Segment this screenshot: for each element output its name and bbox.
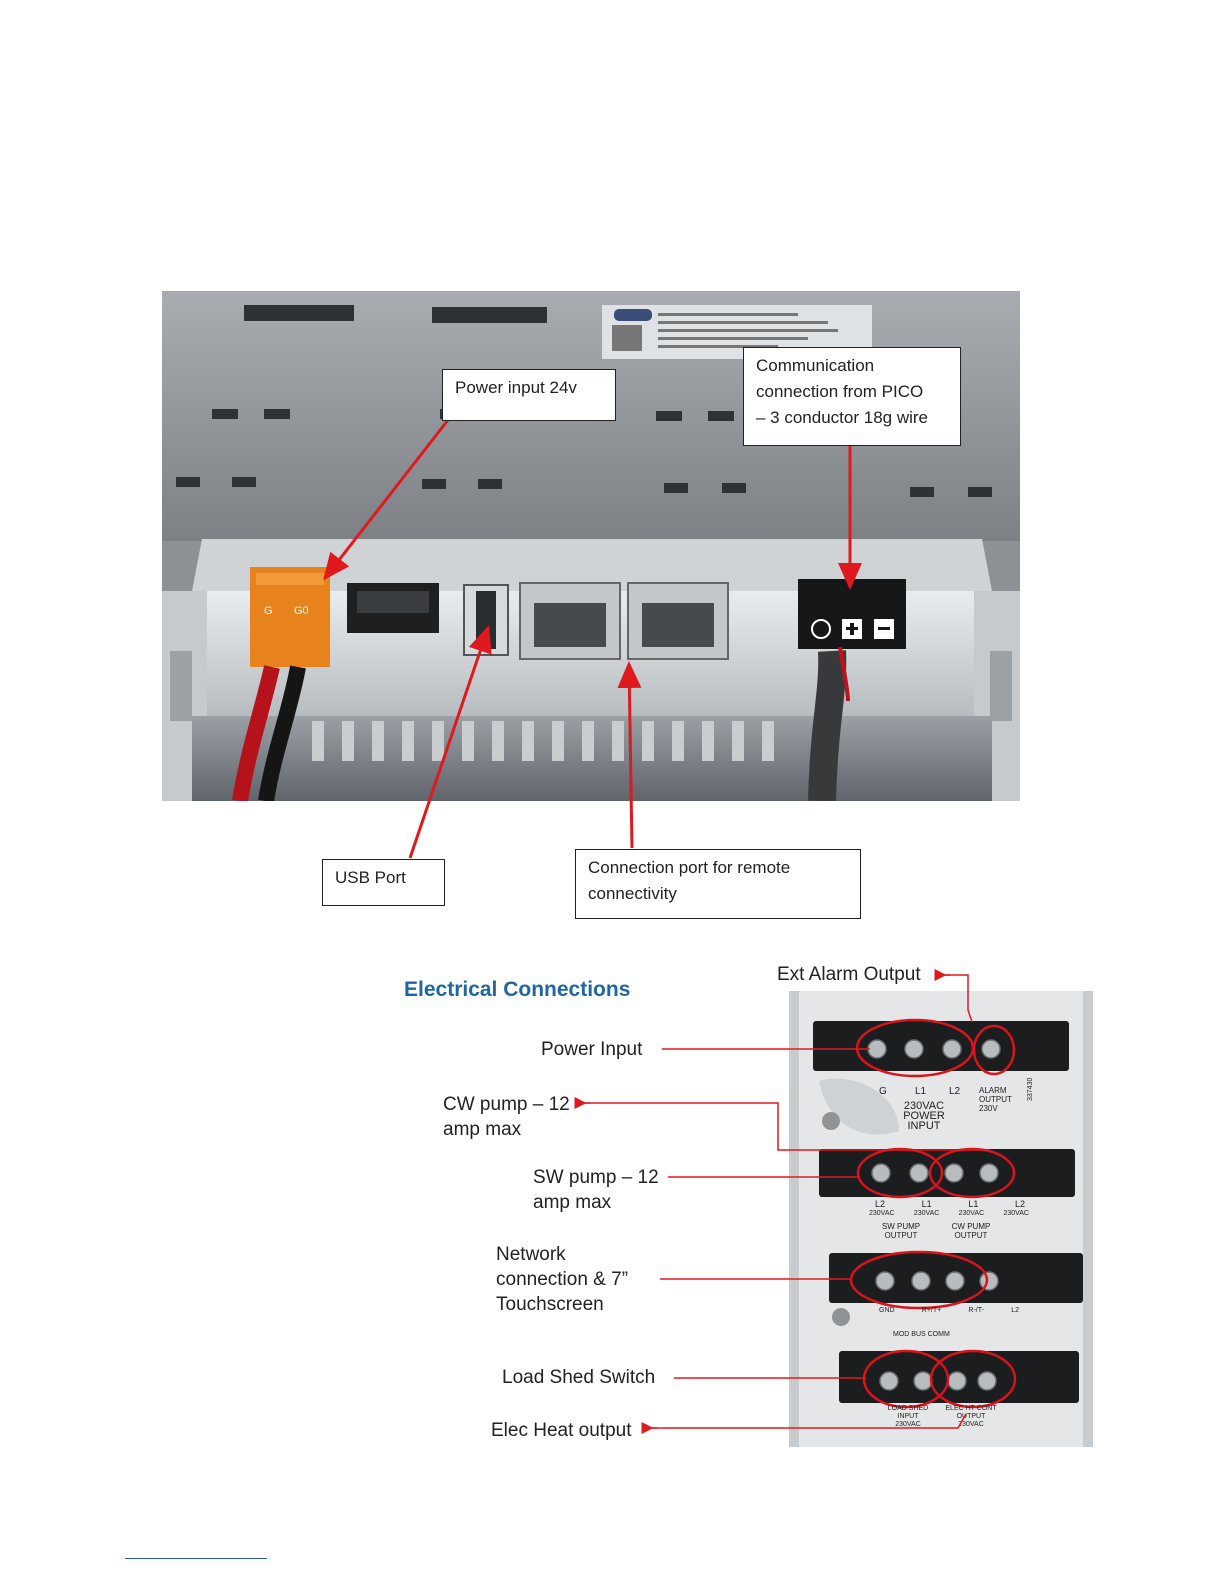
label-network-line-2: connection & 7” — [496, 1269, 629, 1290]
connector-label-g: G — [264, 605, 273, 617]
label-network: Network connection & 7” Touchscreen — [496, 1242, 628, 1317]
label-network-line-3: Touchscreen — [496, 1294, 604, 1315]
callout-power-input-text: Power input 24v — [455, 378, 577, 397]
terminal-label-l2: L2 — [949, 1086, 961, 1097]
alarm-output-caption-1: ALARM — [979, 1086, 1007, 1095]
terminal-block-photo: G L1 L2 230VAC POWER INPUT ALARM OUTPUT … — [789, 991, 1093, 1447]
elec-heat-caption-2: OUTPUT — [956, 1413, 986, 1420]
label-sw-pump-line-1: SW pump – 12 — [533, 1167, 659, 1188]
terminal-block-illustration — [789, 991, 1093, 1447]
label-ext-alarm-output: Ext Alarm Output — [777, 964, 921, 985]
row2-terminals: L2 L1 L1 L2 — [875, 1199, 1025, 1209]
row2-volt-1: 230VAC — [869, 1210, 895, 1217]
load-shed-caption-1: LOAD SHED — [887, 1405, 929, 1412]
label-cw-pump: CW pump – 12 amp max — [443, 1092, 570, 1142]
row2-terminal-3: L1 — [968, 1199, 979, 1209]
row3-terminal-3: R-/T- — [968, 1307, 984, 1314]
sw-pump-caption-1: SW PUMP — [881, 1222, 921, 1231]
row2-volt-3: 230VAC — [958, 1210, 985, 1217]
callout-usb-port-text: USB Port — [335, 868, 406, 887]
label-sw-pump-line-2: amp max — [533, 1192, 612, 1213]
load-shed-caption: LOAD SHED INPUT 230VAC — [881, 1405, 935, 1429]
elec-heat-caption: ELEC HT CONT OUTPUT 230VAC — [941, 1405, 1001, 1429]
load-shed-caption-2: INPUT — [897, 1413, 919, 1420]
part-number-label: 337430 — [1027, 1077, 1034, 1101]
section-title: Electrical Connections — [404, 978, 631, 1001]
row3-terminal-2: R+/T+ — [921, 1307, 942, 1314]
callout-power-input: Power input 24v — [442, 369, 616, 421]
label-cw-pump-line-1: CW pump – 12 — [443, 1094, 570, 1115]
modbus-caption: MOD BUS COMM — [893, 1331, 950, 1338]
alarm-output-caption-3: 230V — [979, 1104, 998, 1113]
elec-heat-caption-3: 230VAC — [958, 1421, 984, 1428]
label-cw-pump-line-2: amp max — [443, 1119, 522, 1140]
alarm-output-caption: ALARM OUTPUT 230V — [979, 1086, 1012, 1113]
label-elec-heat-output: Elec Heat output — [491, 1420, 632, 1441]
row2-volt-2: 230VAC — [913, 1210, 940, 1217]
callout-remote-port: Connection port for remote connectivity — [575, 849, 861, 919]
alarm-output-caption-2: OUTPUT — [979, 1095, 1012, 1104]
terminal-label-g: G — [879, 1086, 887, 1097]
callout-communication-line-1: Communication — [756, 356, 875, 375]
load-shed-caption-3: 230VAC — [895, 1421, 921, 1428]
row2-volt-4: 230VAC — [1003, 1210, 1029, 1217]
connector-label-g0: G0 — [294, 605, 309, 617]
power-input-caption: 230VAC POWER INPUT — [899, 1101, 949, 1132]
row3-terminal-4: L2 — [1011, 1307, 1019, 1314]
callout-communication: Communication connection from PICO – 3 c… — [743, 347, 961, 446]
row2-volts: 230VAC 230VAC 230VAC 230VAC — [869, 1210, 1029, 1217]
callout-communication-line-3: – 3 conductor 18g wire — [756, 408, 928, 427]
row3-terminals: GND R+/T+ R-/T- L2 — [879, 1307, 1019, 1314]
terminal-label-l1: L1 — [915, 1086, 927, 1097]
cw-pump-caption-2: OUTPUT — [954, 1231, 988, 1240]
callout-remote-port-line-1: Connection port for remote — [588, 858, 791, 877]
callout-usb-port: USB Port — [322, 859, 445, 906]
power-input-caption-3: INPUT — [907, 1120, 941, 1132]
sw-pump-caption-2: OUTPUT — [884, 1231, 918, 1240]
callout-remote-port-line-2: connectivity — [588, 884, 677, 903]
footnote-separator — [125, 1558, 267, 1559]
row3-terminal-1: GND — [879, 1307, 895, 1314]
label-sw-pump: SW pump – 12 amp max — [533, 1165, 659, 1215]
row2-terminal-1: L2 — [875, 1199, 886, 1209]
sw-pump-caption: SW PUMP OUTPUT — [877, 1222, 925, 1240]
elec-heat-caption-1: ELEC HT CONT — [945, 1405, 997, 1412]
label-power-input: Power Input — [541, 1039, 643, 1060]
cw-pump-caption: CW PUMP OUTPUT — [945, 1222, 997, 1240]
cw-pump-caption-1: CW PUMP — [951, 1222, 991, 1231]
row2-terminal-2: L1 — [921, 1199, 932, 1209]
callout-communication-line-2: connection from PICO — [756, 382, 924, 401]
label-network-line-1: Network — [496, 1244, 566, 1265]
row2-terminal-4: L2 — [1014, 1199, 1025, 1209]
label-load-shed-switch: Load Shed Switch — [502, 1367, 656, 1388]
